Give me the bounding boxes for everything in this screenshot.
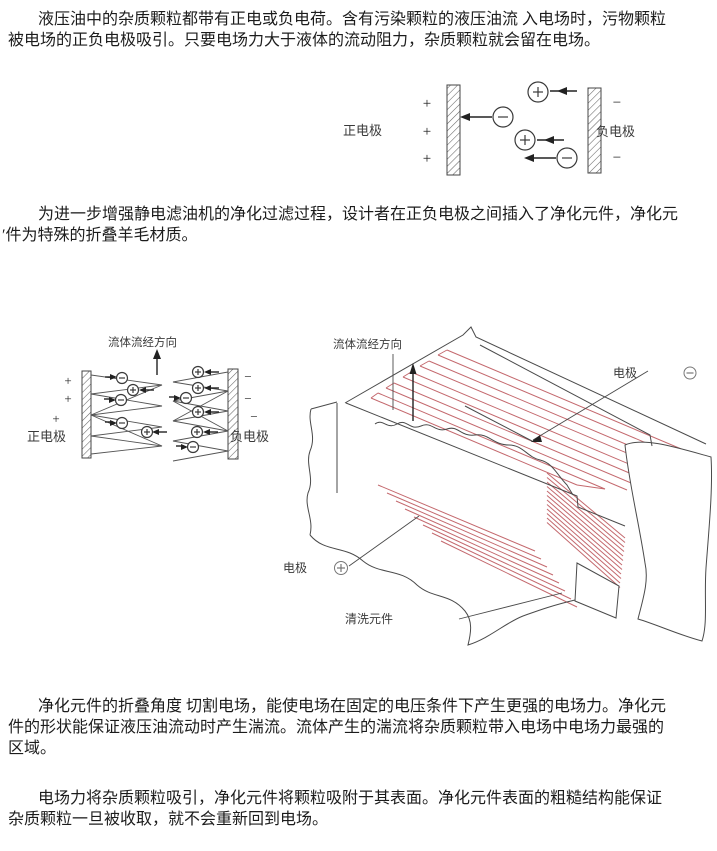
minus-sign: −: [250, 409, 257, 424]
paragraph-1-line-1: 液压油中的杂质颗粒都带有正电或负电荷。含有污染颗粒的液压油流 入电场时，污物颗粒: [38, 11, 667, 28]
fig2r-electrode-top-label: 电极: [613, 366, 637, 380]
minus-sign: −: [613, 150, 621, 166]
fig2l-flow-direction-label: 流体流经方向: [108, 335, 177, 349]
minus-sign: −: [613, 95, 621, 111]
negative-particle-icon: [105, 416, 129, 430]
positive-particle-icon: [126, 383, 154, 397]
folded-layer-lines-lower: [377, 484, 578, 608]
electrode-leader-line: [348, 515, 420, 567]
minus-sign: −: [244, 391, 251, 406]
figure-cleaning-element-isometric: 流体流经方向 电极 电极 清洗元件: [283, 326, 713, 646]
positive-particle-icon: [191, 405, 219, 419]
negative-particle-icon: [104, 393, 128, 407]
negative-particle-icon: [460, 106, 514, 128]
paragraph-2-line-1: 为进一步增强静电滤油机的净化过滤过程，设计者在正负电极之间插入了净化元件，净化元: [38, 206, 679, 223]
plus-sign: +: [423, 124, 431, 140]
positive-particle-icon: [190, 425, 218, 439]
element-front-face: [574, 562, 620, 619]
paragraph-4: 电场力将杂质颗粒吸引，净化元件将颗粒吸附于其表面。净化元件表面的粗糙结构能保证 …: [8, 788, 710, 830]
figure-folded-element-field: 流体流经方向 + + + 正电极 − − − 负电极: [27, 335, 269, 462]
paragraph-3-line-1: 净化元件的折叠角度 切割电场，能使电场在固定的电压条件下产生更强的电场力。净化元: [38, 698, 667, 715]
paragraph-3-line-2: 件的形状能保证液压油流动时产生湍流。流体产生的湍流将杂质颗粒带入电场中电场力最强…: [8, 719, 665, 736]
figure-electric-field: 正电极 + + + − − 负电极: [343, 81, 635, 176]
plus-sign: +: [423, 151, 431, 167]
fig2l-negative-electrode-label: 负电极: [230, 429, 269, 444]
negative-particle-icon: [176, 440, 200, 454]
fig1-positive-electrode-bar: [446, 84, 461, 176]
fig2l-negative-electrode-bar: [227, 368, 239, 460]
negative-particle-icon: [169, 391, 193, 405]
torn-edge-right: [624, 441, 713, 642]
cleaning-leader-line: [458, 592, 563, 620]
fig1-negative-electrode-bar: [587, 87, 602, 174]
positive-particle-icon: [527, 81, 577, 103]
electrode-leader-line: [531, 370, 649, 442]
paragraph-3: 净化元件的折叠角度 切割电场，能使电场在固定的电压条件下产生更强的电场力。净化元…: [8, 696, 710, 759]
up-arrow-icon: [409, 363, 417, 421]
fig2r-flow-direction-label: 流体流经方向: [333, 337, 402, 351]
torn-edge-outlines: [306, 401, 576, 646]
paragraph-1: 液压油中的杂质颗粒都带有正电或负电荷。含有污染颗粒的液压油流 入电场时，污物颗粒…: [8, 9, 710, 51]
paragraph-4-line-2: 杂质颗粒一旦被收取，就不会重新回到电场。: [8, 811, 329, 828]
folded-layer-stack: [546, 472, 626, 588]
positive-particle-icon: [514, 129, 564, 151]
fig2l-positive-electrode-bar: [81, 370, 92, 459]
minus-terminal-icon: [683, 366, 697, 380]
fig1-minus-signs: − −: [613, 95, 621, 166]
fig2l-plus-signs: + + +: [52, 373, 71, 426]
positive-particle-icon: [191, 365, 219, 379]
positive-particle-icon: [191, 381, 219, 395]
plus-sign: +: [423, 96, 431, 112]
plus-terminal-icon: [334, 561, 348, 575]
paragraph-4-line-1: 电场力将杂质颗粒吸引，净化元件将颗粒吸附于其表面。净化元件表面的粗糙结构能保证: [38, 790, 663, 807]
negative-particle-icon: [524, 147, 578, 169]
fig1-positive-electrode-label: 正电极: [343, 123, 382, 138]
paragraph-2: 为进一步增强静电滤油机的净化过滤过程，设计者在正负电极之间插入了净化元件，净化元…: [2, 204, 710, 246]
fig2r-electrode-bottom-label: 电极: [283, 561, 307, 575]
plus-sign: +: [64, 373, 71, 388]
negative-particle-icon: [105, 371, 129, 385]
plus-sign: +: [52, 411, 59, 426]
minus-sign: −: [244, 369, 251, 384]
paragraph-1-line-2: 被电场的正负电极吸引。只要电场力大于液体的流动阻力，杂质颗粒就会留在电场。: [8, 32, 601, 49]
fig2l-positive-electrode-label: 正电极: [27, 429, 66, 444]
fig1-negative-electrode-label: 负电极: [596, 124, 635, 139]
fig2r-cleaning-element-label: 清洗元件: [345, 612, 393, 626]
fig2l-minus-signs: − − −: [244, 369, 257, 424]
electrode-plate-lines: [344, 326, 707, 527]
positive-particle-icon: [140, 425, 167, 439]
up-arrow-icon: [153, 349, 161, 375]
fig1-plus-signs: + + +: [423, 96, 431, 167]
paragraph-2-line-2: ′件为特殊的折叠羊毛材质。: [2, 227, 198, 244]
paragraph-3-line-3: 区域。: [8, 740, 57, 757]
folded-element-zigzag: [90, 371, 229, 462]
plus-sign: +: [64, 391, 71, 406]
